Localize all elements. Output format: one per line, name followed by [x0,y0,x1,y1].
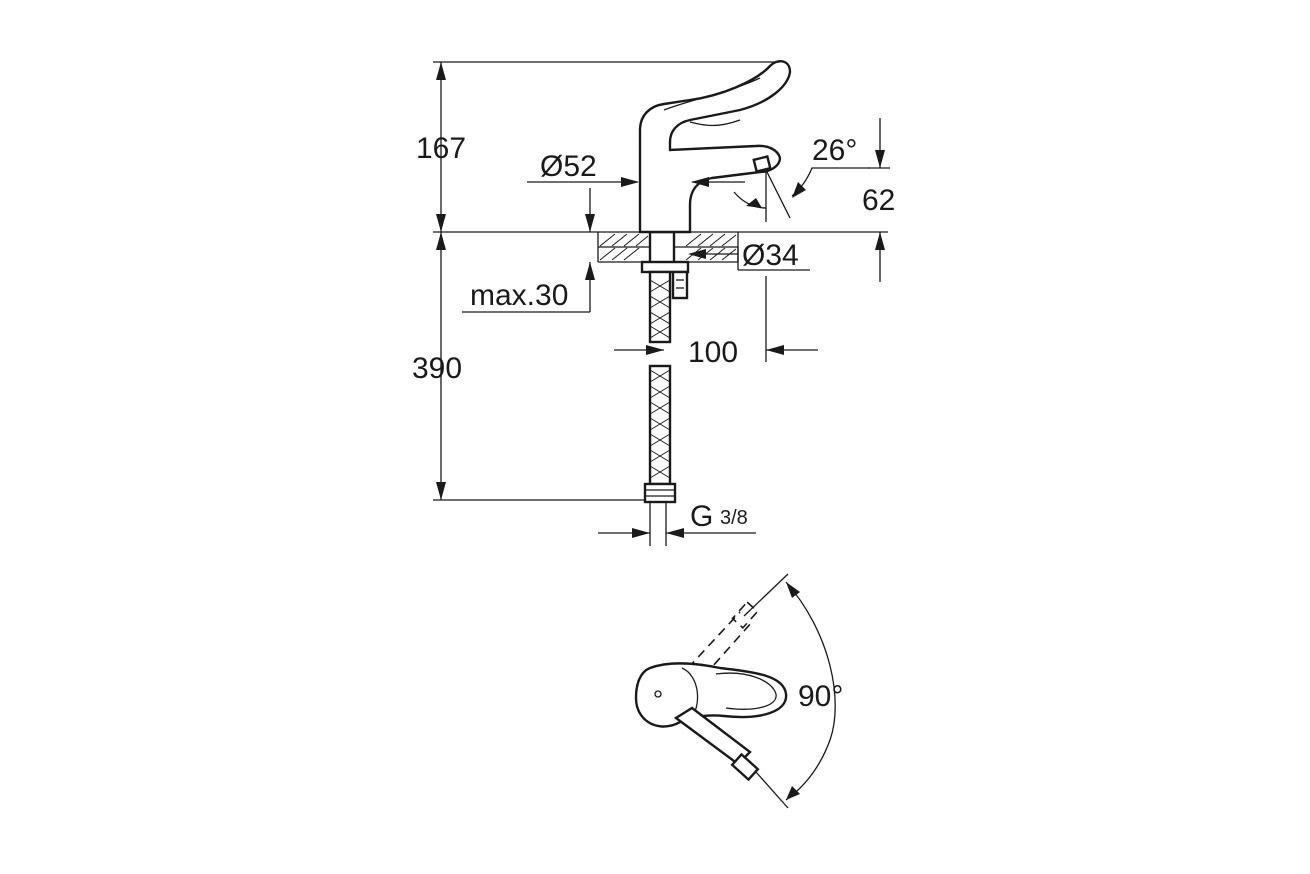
dim-label-26deg: 26° [812,134,857,167]
dim-label-o52: Ø52 [540,150,597,183]
dim-spout-projection-100: 100 [614,276,818,369]
dim-label-fraction: 3/8 [720,507,748,529]
dim-spout-height-62: 62 [862,118,895,282]
dim-label-62: 62 [862,184,895,217]
mounting-stud [640,230,690,300]
dim-label-90deg: 90° [798,680,843,713]
lever-base-position [634,662,788,782]
dim-label-g: G [690,500,713,533]
dim-label-max30: max.30 [470,279,568,312]
dim-lever-swing: 90° [743,573,843,809]
dim-thread-g38: G 3/8 [598,500,756,538]
dim-label-100: 100 [688,336,738,369]
dim-label-390: 390 [412,352,462,385]
dim-base-diameter: Ø52 [527,150,745,187]
dim-hole-diameter: Ø34 [688,239,810,272]
dim-height-167: 167 [416,61,780,232]
faucet-body [638,60,792,234]
side-elevation: 167 Ø52 26° 62 [412,60,895,546]
dim-label-167: 167 [416,132,466,165]
lever-rotated-position [687,601,759,677]
dim-spout-angle: 26° [733,134,870,222]
plan-view: 90° [634,573,843,809]
dim-max-deck-thickness: max.30 [462,188,595,313]
dim-hose-length-390: 390 [412,232,646,501]
flex-hose [643,270,677,546]
dim-label-o34: Ø34 [742,239,799,272]
